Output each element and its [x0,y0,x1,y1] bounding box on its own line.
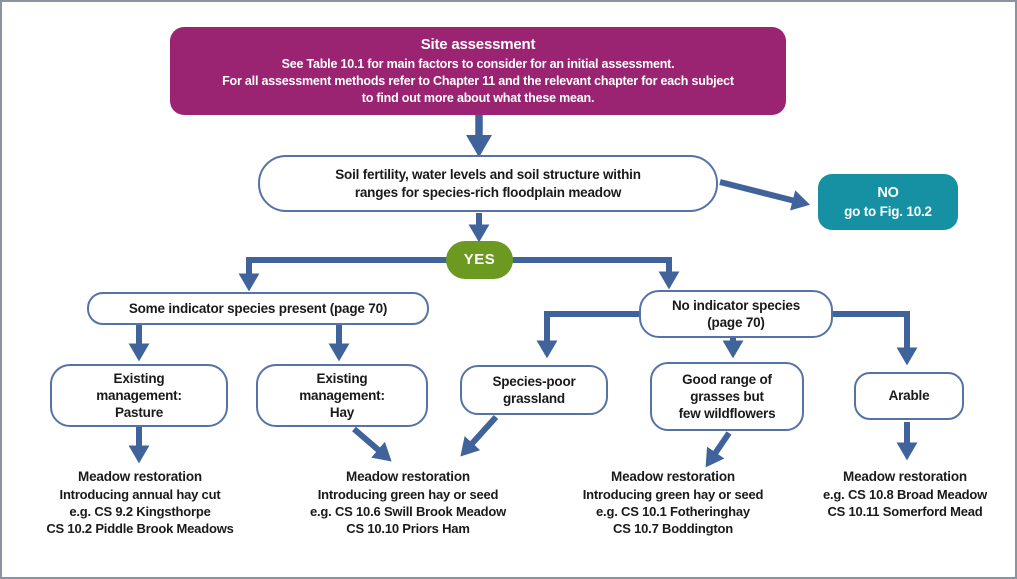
some-indicator-label: Some indicator species present (page 70) [128,300,388,316]
outcome-line: CS 10.7 Boddington [613,521,733,537]
outcome-arable-restoration: Meadow restoration e.g. CS 10.8 Broad Me… [792,468,1015,520]
node-no-branch: NO go to Fig. 10.2 [818,174,958,230]
outcome-title: Meadow restoration [78,469,202,484]
pasture-line: management: [96,387,182,403]
site-assessment-title: Site assessment [420,35,536,53]
node-existing-management-hay: Existing management: Hay [256,364,428,427]
soil-check-line: ranges for species-rich floodplain meado… [354,184,622,200]
outcome-line: Introducing green hay or seed [582,486,764,502]
outcome-line: CS 10.2 Piddle Brook Meadows [46,521,234,537]
outcome-line: e.g. CS 10.6 Swill Brook Meadow [309,503,507,519]
outcome-grassland-restoration: Meadow restoration Introducing green hay… [558,468,788,537]
node-arable: Arable [854,372,964,420]
good-range-line: grasses but [690,388,764,404]
good-range-line: few wildflowers [678,406,776,422]
arrow-good-range-to-outcome3 [705,431,732,468]
arrow-species-poor-to-outcome2 [460,414,499,457]
arable-label: Arable [888,388,930,404]
node-good-range-grasses: Good range of grasses but few wildflower… [650,362,804,431]
outcome-line: e.g. CS 9.2 Kingsthorpe [69,503,211,519]
arrow-hay-to-outcome2 [352,426,392,462]
site-assessment-line: See Table 10.1 for main factors to consi… [281,56,675,71]
no-branch-goto: go to Fig. 10.2 [844,203,932,219]
outcome-hay-restoration: Meadow restoration Introducing green hay… [290,468,526,537]
arrow-soil-to-no [719,179,811,211]
outcome-line: Introducing green hay or seed [317,486,499,502]
site-assessment-line: to find out more about what these mean. [361,91,595,106]
no-indicator-line: No indicator species [671,297,801,313]
no-branch-label: NO [877,185,899,202]
outcome-line: CS 10.10 Priors Ham [346,521,470,537]
node-no-indicator-species: No indicator species (page 70) [639,290,833,338]
outcome-pasture-restoration: Meadow restoration Introducing annual ha… [24,468,256,537]
node-site-assessment: Site assessment See Table 10.1 for main … [170,27,786,115]
arrow-noind-to-arable [833,311,918,366]
no-indicator-line: (page 70) [707,315,765,330]
node-some-indicator-species: Some indicator species present (page 70) [87,292,429,325]
outcome-title: Meadow restoration [843,469,967,484]
outcome-line: e.g. CS 10.8 Broad Meadow [822,486,988,502]
good-range-line: Good range of [682,371,772,387]
node-soil-check: Soil fertility, water levels and soil st… [258,155,718,212]
outcome-title: Meadow restoration [346,469,470,484]
node-existing-management-pasture: Existing management: Pasture [50,364,228,427]
site-assessment-line: For all assessment methods refer to Chap… [222,73,734,88]
arrow-noind-to-species-poor [536,311,639,359]
outcome-title: Meadow restoration [611,469,735,484]
node-yes: YES [446,241,513,279]
pasture-line: Pasture [114,405,164,421]
outcome-line: e.g. CS 10.1 Fotheringhay [596,503,750,519]
hay-line: Hay [329,405,355,421]
hay-line: Existing [316,370,368,386]
pasture-line: Existing [113,370,165,386]
outcome-line: CS 10.11 Somerford Mead [827,503,983,519]
species-poor-line: grassland [503,391,565,406]
outcome-line: Introducing annual hay cut [59,486,221,502]
species-poor-line: Species-poor [492,373,576,389]
soil-check-line: Soil fertility, water levels and soil st… [335,167,641,183]
node-species-poor-grassland: Species-poor grassland [460,365,608,415]
hay-line: management: [299,387,385,403]
